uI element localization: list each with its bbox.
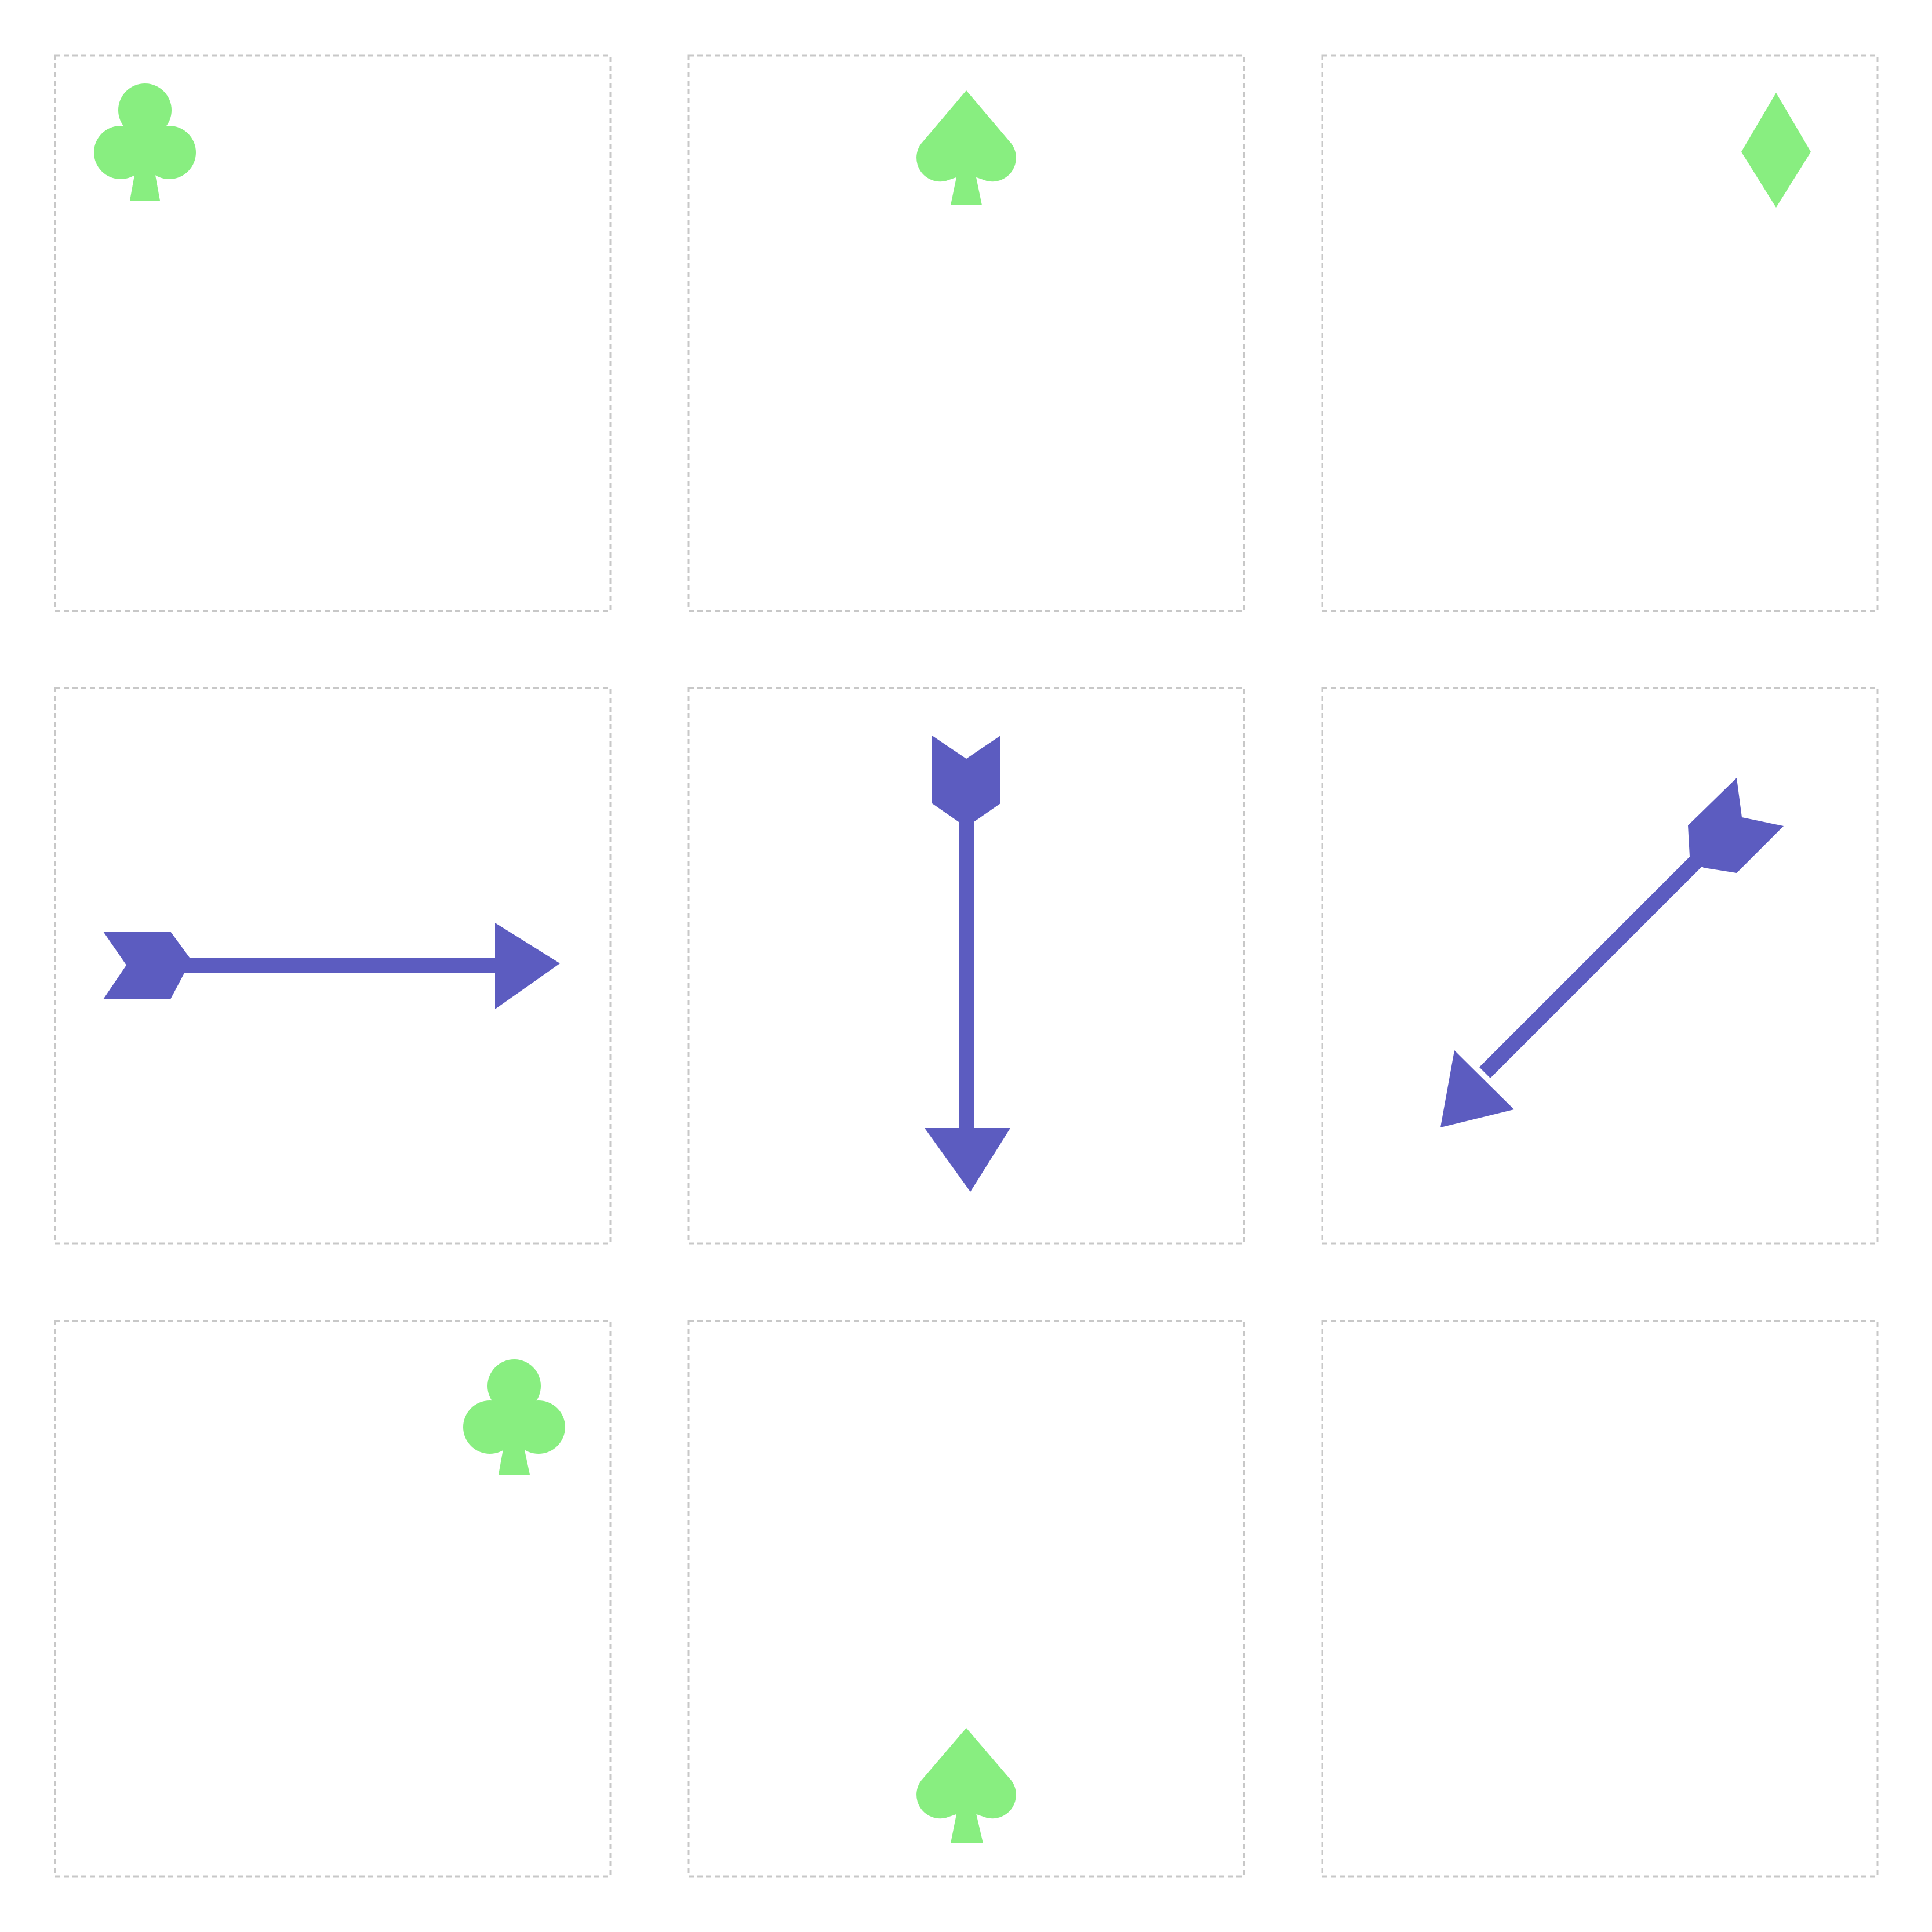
cell-border [1321,687,1879,1245]
cell-border [1321,1320,1879,1878]
club-icon [94,83,196,201]
spade-icon [916,1728,1016,1843]
cell-border [1321,54,1879,612]
diamond-icon [1741,93,1811,208]
arrow-right-icon [103,923,560,1009]
cell-r1-c3 [1321,54,1879,612]
club-icon [463,1359,565,1475]
cell-r3-c2 [687,1320,1245,1878]
cell-border [687,687,1245,1245]
cell-border [687,1320,1245,1878]
spade-icon [916,90,1016,205]
cell-border [54,54,612,612]
arrow-down-icon [925,736,1010,1192]
cell-r3-c1 [54,1320,612,1878]
cell-r2-c2 [687,687,1245,1245]
arrow-down-left-icon [1440,778,1784,1127]
cell-r2-c3 [1321,687,1879,1245]
cell-r3-c3 [1321,1320,1879,1878]
cell-r1-c1 [54,54,612,612]
cell-border [687,54,1245,612]
cell-border [54,687,612,1245]
cell-border [54,1320,612,1878]
cell-r2-c1 [54,687,612,1245]
cell-r1-c2 [687,54,1245,612]
